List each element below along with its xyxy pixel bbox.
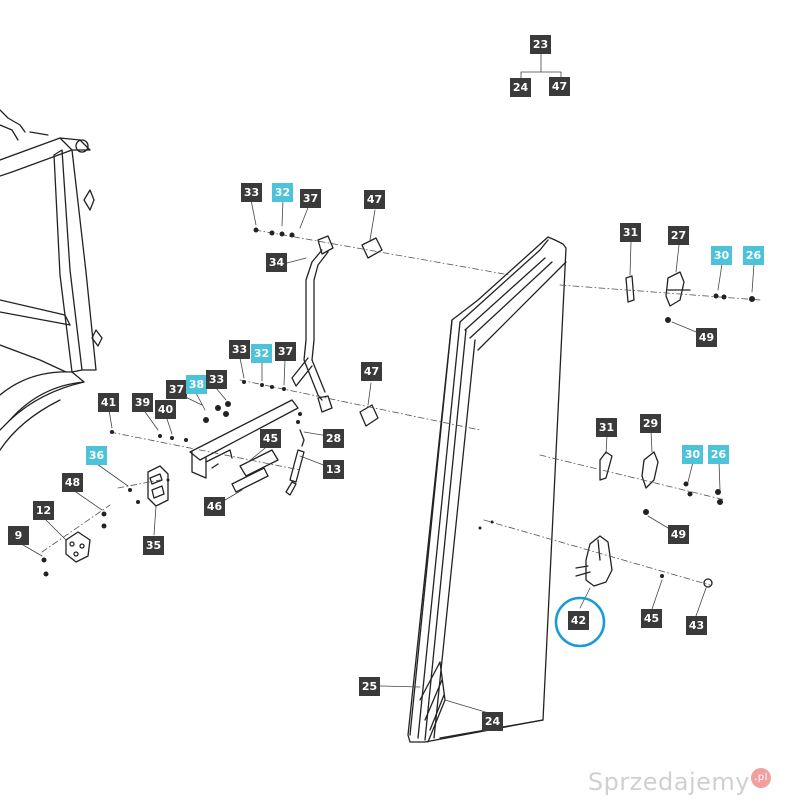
part-label-47: 47 bbox=[549, 77, 570, 96]
watermark: Sprzedajemy.pl bbox=[588, 768, 771, 796]
part-label-48: 48 bbox=[62, 473, 83, 492]
part-label-26: 26 bbox=[708, 445, 729, 464]
part-label-33: 33 bbox=[241, 183, 262, 202]
part-label-35: 35 bbox=[143, 536, 164, 555]
cab-frame bbox=[0, 109, 103, 451]
part-label-47: 47 bbox=[361, 362, 382, 381]
part-label-42: 42 bbox=[568, 611, 589, 630]
assembly-lines bbox=[41, 229, 761, 586]
part-label-24: 24 bbox=[510, 78, 531, 97]
knob-43 bbox=[703, 578, 713, 588]
hinge-plate bbox=[65, 531, 91, 563]
latch-block bbox=[147, 465, 169, 507]
part-label-33: 33 bbox=[206, 370, 227, 389]
part-label-30: 30 bbox=[711, 246, 732, 265]
lower-hinge bbox=[599, 451, 659, 489]
glass-door-panel bbox=[407, 236, 567, 743]
part-label-13: 13 bbox=[323, 460, 344, 479]
part-label-43: 43 bbox=[686, 616, 707, 635]
part-label-26: 26 bbox=[743, 246, 764, 265]
part-label-45: 45 bbox=[641, 609, 662, 628]
part-label-32: 32 bbox=[251, 344, 272, 363]
part-label-31: 31 bbox=[620, 223, 641, 242]
handle-rail bbox=[291, 235, 334, 413]
part-label-23: 23 bbox=[530, 35, 551, 54]
upper-hinge bbox=[625, 271, 691, 307]
part-label-30: 30 bbox=[682, 445, 703, 464]
watermark-suffix: .pl bbox=[751, 768, 771, 788]
part-label-33: 33 bbox=[229, 340, 250, 359]
spacer-plate-47-top bbox=[361, 237, 383, 259]
lower-bracket bbox=[189, 399, 305, 496]
part-label-47: 47 bbox=[364, 190, 385, 209]
part-label-28: 28 bbox=[323, 429, 344, 448]
highlight-circle bbox=[554, 596, 606, 648]
part-label-31: 31 bbox=[596, 418, 617, 437]
part-label-45: 45 bbox=[260, 429, 281, 448]
part-label-34: 34 bbox=[266, 253, 287, 272]
part-label-36: 36 bbox=[86, 446, 107, 465]
part-label-38: 38 bbox=[186, 375, 207, 394]
part-label-29: 29 bbox=[640, 414, 661, 433]
part-label-25: 25 bbox=[359, 677, 380, 696]
door-handle bbox=[575, 535, 613, 587]
part-label-37: 37 bbox=[275, 342, 296, 361]
part-label-39: 39 bbox=[132, 393, 153, 412]
part-label-12: 12 bbox=[33, 501, 54, 520]
part-label-46: 46 bbox=[204, 497, 225, 516]
part-label-37: 37 bbox=[166, 380, 187, 399]
part-label-27: 27 bbox=[668, 226, 689, 245]
part-label-24: 24 bbox=[482, 712, 503, 731]
spacer-plate-47-mid bbox=[359, 404, 379, 427]
part-label-49: 49 bbox=[696, 328, 717, 347]
fasteners bbox=[41, 227, 755, 578]
part-label-49: 49 bbox=[668, 525, 689, 544]
part-label-9: 9 bbox=[8, 526, 29, 545]
watermark-text: Sprzedajemy bbox=[587, 768, 750, 796]
part-label-40: 40 bbox=[155, 400, 176, 419]
part-label-41: 41 bbox=[98, 393, 119, 412]
part-label-37: 37 bbox=[300, 189, 321, 208]
part-label-32: 32 bbox=[272, 183, 293, 202]
